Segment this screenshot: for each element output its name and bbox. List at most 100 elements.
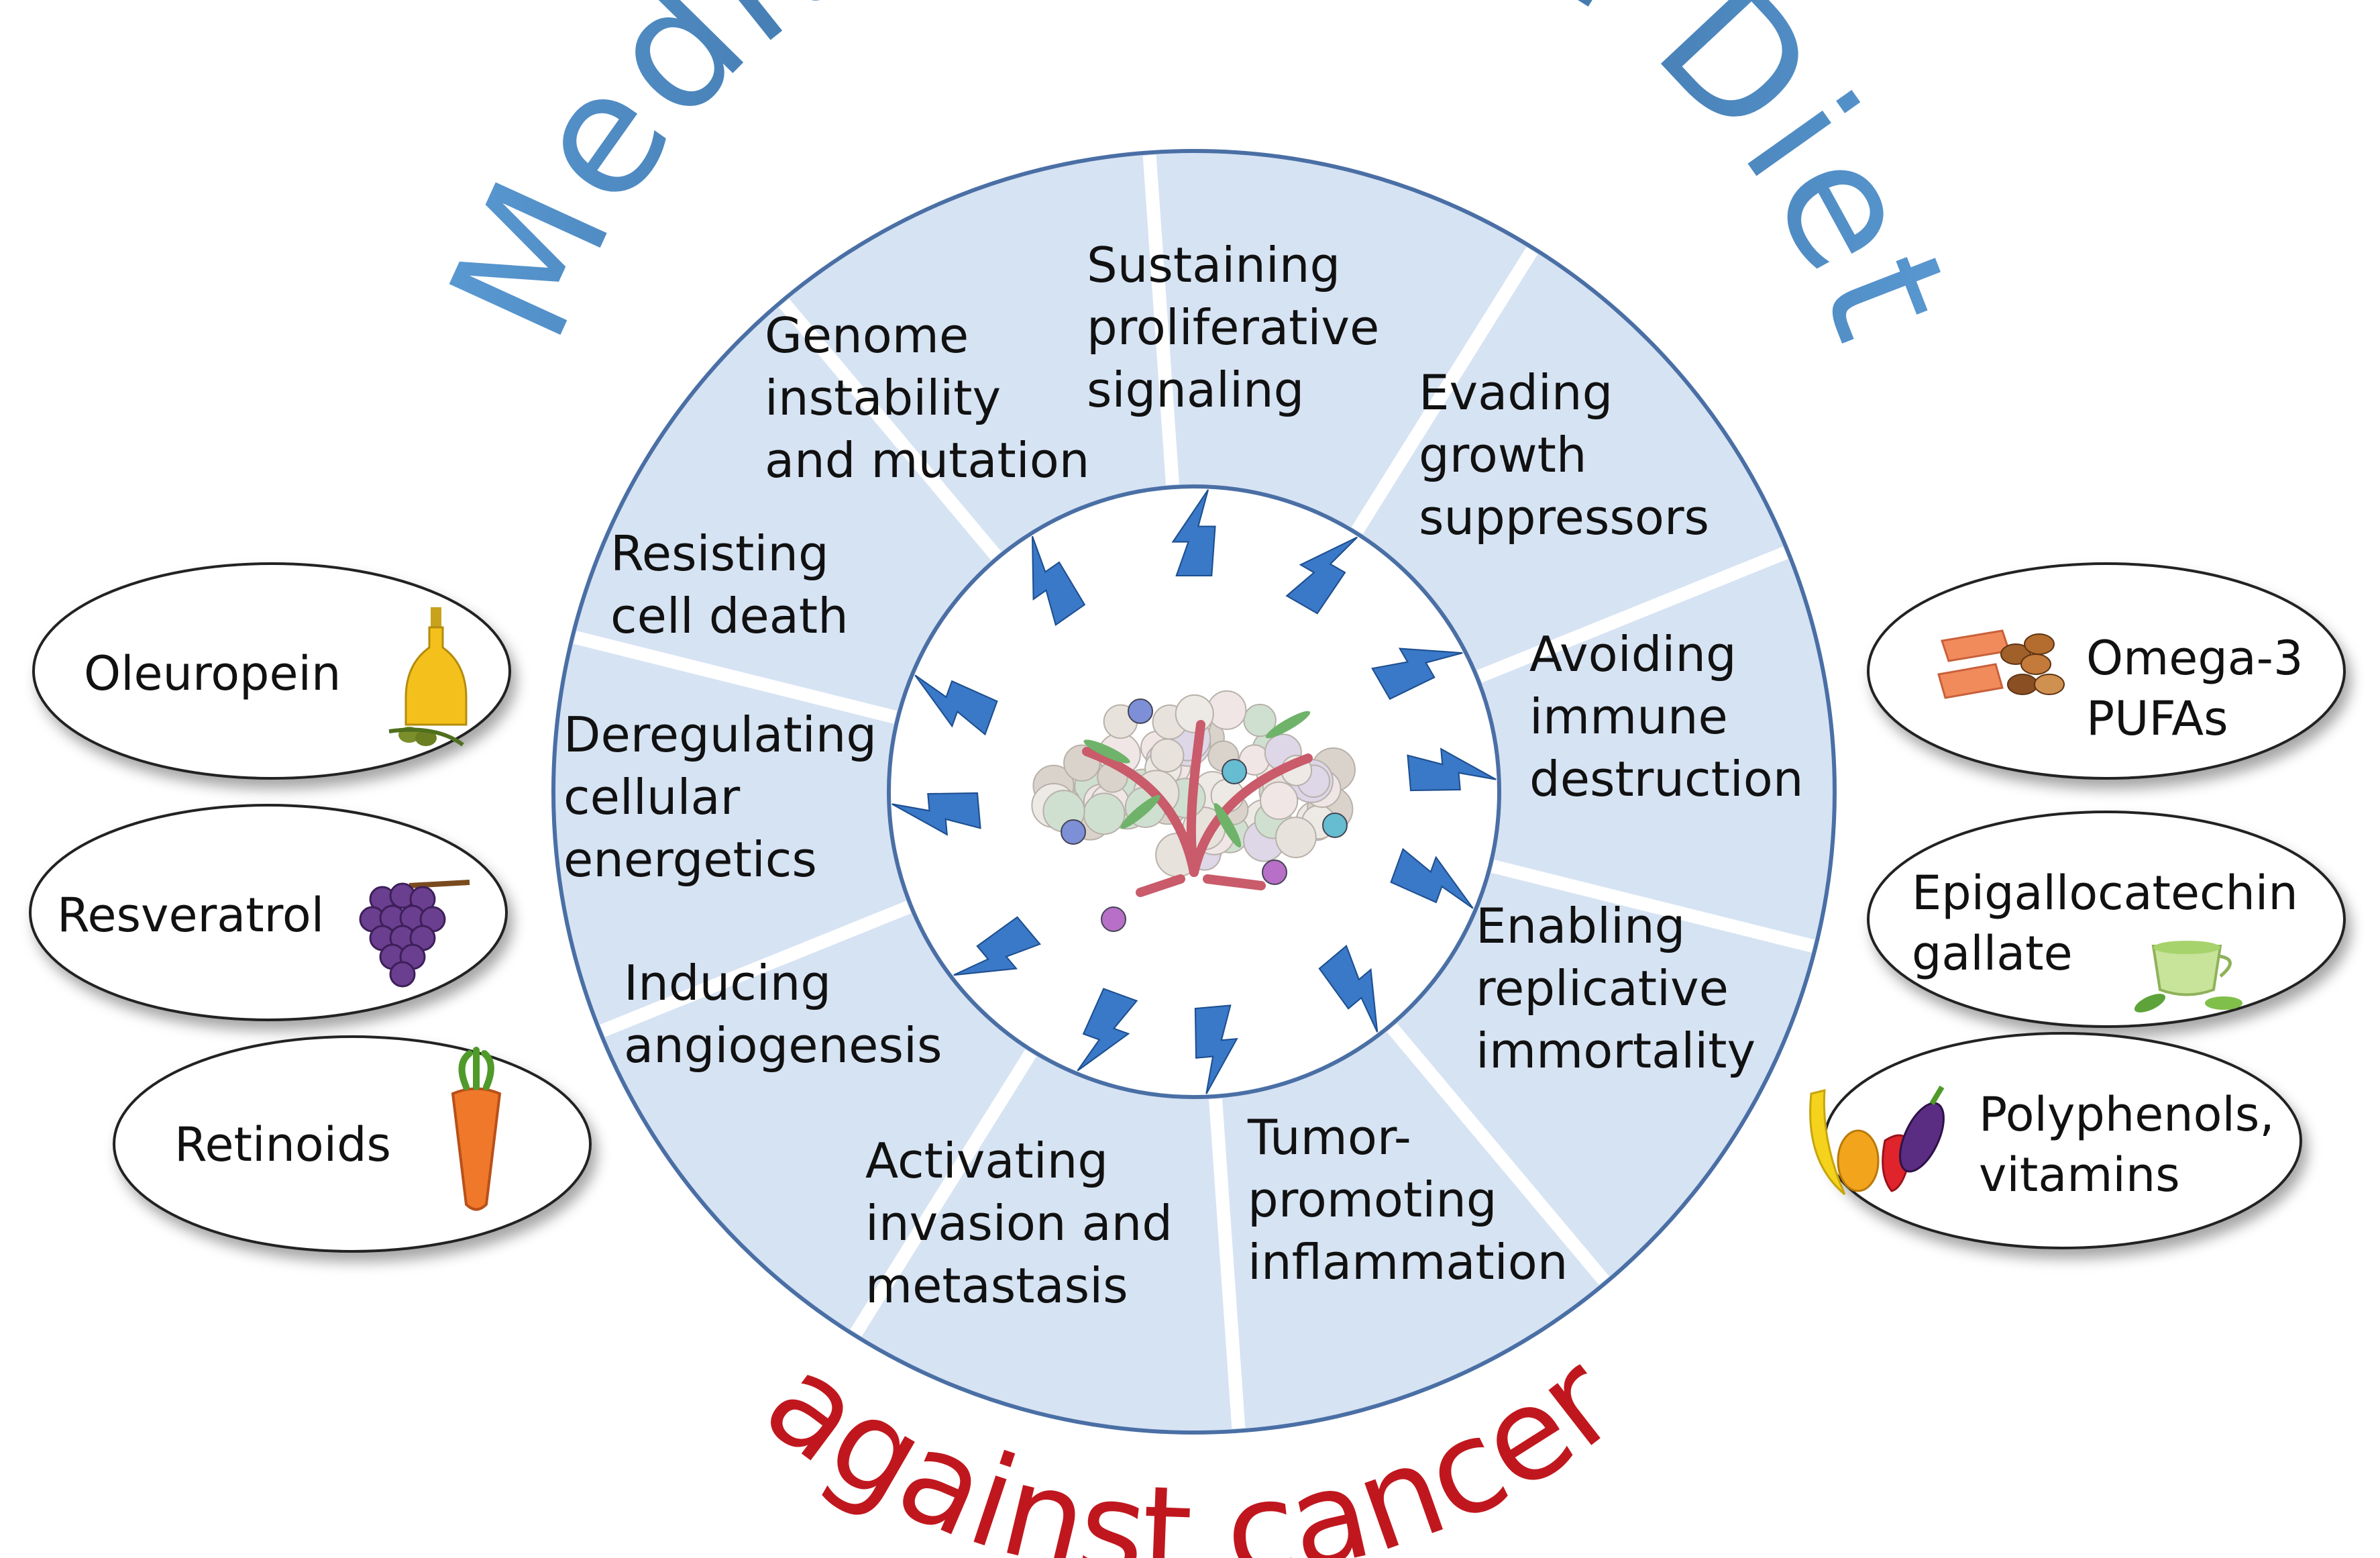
compound-right: Polyphenols,vitamins bbox=[1809, 1032, 2302, 1249]
hallmark-label: proliferative bbox=[1087, 299, 1379, 356]
hallmark-label: replicative bbox=[1476, 960, 1729, 1017]
lightning-bolt-icon bbox=[1390, 847, 1474, 909]
hallmark-segment: Genome instability and mutation bbox=[765, 307, 1089, 488]
immune-cell bbox=[1101, 906, 1126, 932]
immune-cell bbox=[1128, 698, 1153, 724]
hallmark-label: Deregulating bbox=[563, 707, 877, 763]
lightning-bolt-icon bbox=[1407, 747, 1497, 792]
hallmark-label: Evading bbox=[1419, 364, 1613, 421]
compound-label: Epigallocatechin bbox=[1912, 866, 2298, 921]
immune-cell bbox=[1262, 860, 1287, 885]
blood-vessel bbox=[1136, 874, 1185, 897]
segment-divider bbox=[600, 900, 912, 1037]
immune-cell bbox=[1322, 813, 1348, 838]
hallmark-label: immune bbox=[1529, 688, 1728, 745]
compound-ellipse bbox=[1867, 562, 2346, 780]
lightning-bolt-icon bbox=[1077, 988, 1138, 1072]
olive-oil-icon bbox=[388, 607, 468, 747]
segment-divider bbox=[850, 1049, 1037, 1337]
immune-cell bbox=[1222, 759, 1247, 784]
hallmark-label: instability bbox=[765, 370, 1001, 426]
hallmark-segment: Avoiding immune destruction bbox=[1529, 626, 1803, 807]
tumor-microenvironment-icon bbox=[1031, 690, 1356, 932]
lightning-bolt-icon bbox=[1194, 1004, 1238, 1094]
segment-divider bbox=[1209, 1098, 1246, 1429]
hallmark-segment: Inducing angiogenesis bbox=[624, 955, 942, 1074]
hallmark-label: metastasis bbox=[865, 1257, 1128, 1314]
hallmark-label: promoting bbox=[1248, 1172, 1497, 1228]
hallmark-label: angiogenesis bbox=[624, 1017, 942, 1074]
hallmark-segment: Tumor-promoting inflammation bbox=[1247, 1109, 1568, 1290]
hallmark-label: invasion and bbox=[865, 1195, 1173, 1251]
compound-label: Oleuropein bbox=[84, 646, 341, 701]
hallmark-label: Enabling bbox=[1476, 898, 1685, 954]
tumor-cell bbox=[1150, 738, 1185, 773]
segment-divider bbox=[779, 299, 1002, 560]
compound-left: Resveratrol bbox=[29, 804, 508, 1021]
compound-label: Omega-3 bbox=[2086, 631, 2303, 686]
tumor-cell bbox=[1275, 817, 1317, 858]
hallmark-label: suppressors bbox=[1419, 489, 1709, 546]
hallmark-label: Inducing bbox=[624, 955, 831, 1011]
segment-divider bbox=[1476, 546, 1788, 683]
hallmark-label: Sustaining bbox=[1087, 237, 1340, 293]
bolts-group bbox=[891, 489, 1497, 1094]
segment-divider bbox=[1387, 1023, 1609, 1285]
green-tea-icon bbox=[2134, 941, 2242, 1012]
hallmark-label: energetics bbox=[563, 831, 817, 888]
compound-label: vitamins bbox=[1979, 1147, 2180, 1202]
hallmark-segment: Deregulating cellular energetics bbox=[563, 707, 877, 888]
fibroblast bbox=[1120, 794, 1160, 829]
segment-divider bbox=[573, 631, 898, 724]
blood-vessel bbox=[1189, 754, 1313, 877]
grapes-icon bbox=[359, 880, 470, 988]
compound-ellipse bbox=[32, 562, 511, 780]
segment-divider bbox=[1491, 860, 1815, 953]
segment-divider bbox=[1142, 154, 1179, 485]
hallmark-label: Avoiding bbox=[1529, 626, 1737, 682]
compound-label: Resveratrol bbox=[57, 888, 324, 943]
compound-left: Retinoids bbox=[113, 1035, 592, 1253]
fruits-vegetables-icon bbox=[1809, 1085, 1945, 1196]
fibroblast bbox=[1213, 802, 1242, 848]
hallmark-label: Genome bbox=[765, 307, 969, 364]
tumor-cell bbox=[1083, 792, 1126, 835]
hallmark-label: Tumor- bbox=[1247, 1109, 1411, 1165]
hallmark-label: Resisting bbox=[610, 525, 829, 582]
hallmark-label: cellular bbox=[563, 769, 741, 825]
salmon-nuts-icon bbox=[1937, 629, 2065, 699]
hallmark-label: immortality bbox=[1476, 1023, 1755, 1079]
immune-cell bbox=[1061, 819, 1086, 845]
hallmark-label: and mutation bbox=[765, 432, 1089, 488]
lightning-bolt-icon bbox=[953, 916, 1041, 976]
lightning-bolt-icon bbox=[1371, 647, 1463, 700]
compound-label: gallate bbox=[1912, 926, 2073, 981]
tumor-cell bbox=[1260, 781, 1299, 820]
compound-label: PUFAs bbox=[2086, 691, 2228, 746]
fibroblast bbox=[1083, 739, 1130, 764]
hallmark-label: destruction bbox=[1529, 751, 1803, 807]
hallmark-segment: Sustaining proliferative signaling bbox=[1087, 237, 1379, 418]
lightning-bolt-icon bbox=[914, 674, 998, 736]
hallmark-label: Activating bbox=[865, 1133, 1108, 1189]
blood-vessel bbox=[1186, 720, 1205, 877]
hallmark-label: inflammation bbox=[1248, 1234, 1568, 1290]
hallmark-label: signaling bbox=[1087, 362, 1304, 418]
lightning-bolt-icon bbox=[1031, 535, 1086, 627]
hallmark-labels: Sustaining proliferative signaling Evadingg… bbox=[563, 237, 1803, 1314]
tumor-cell bbox=[1175, 694, 1214, 733]
lightning-bolt-icon bbox=[891, 792, 981, 836]
fibroblast bbox=[1265, 711, 1311, 739]
lightning-bolt-icon bbox=[1318, 945, 1378, 1033]
compound-label: Polyphenols, bbox=[1979, 1087, 2275, 1142]
lightning-bolt-icon bbox=[1171, 489, 1216, 577]
carrot-icon bbox=[451, 1047, 502, 1211]
compound-left: Oleuropein bbox=[32, 562, 511, 780]
compound-label: Retinoids bbox=[174, 1117, 391, 1172]
